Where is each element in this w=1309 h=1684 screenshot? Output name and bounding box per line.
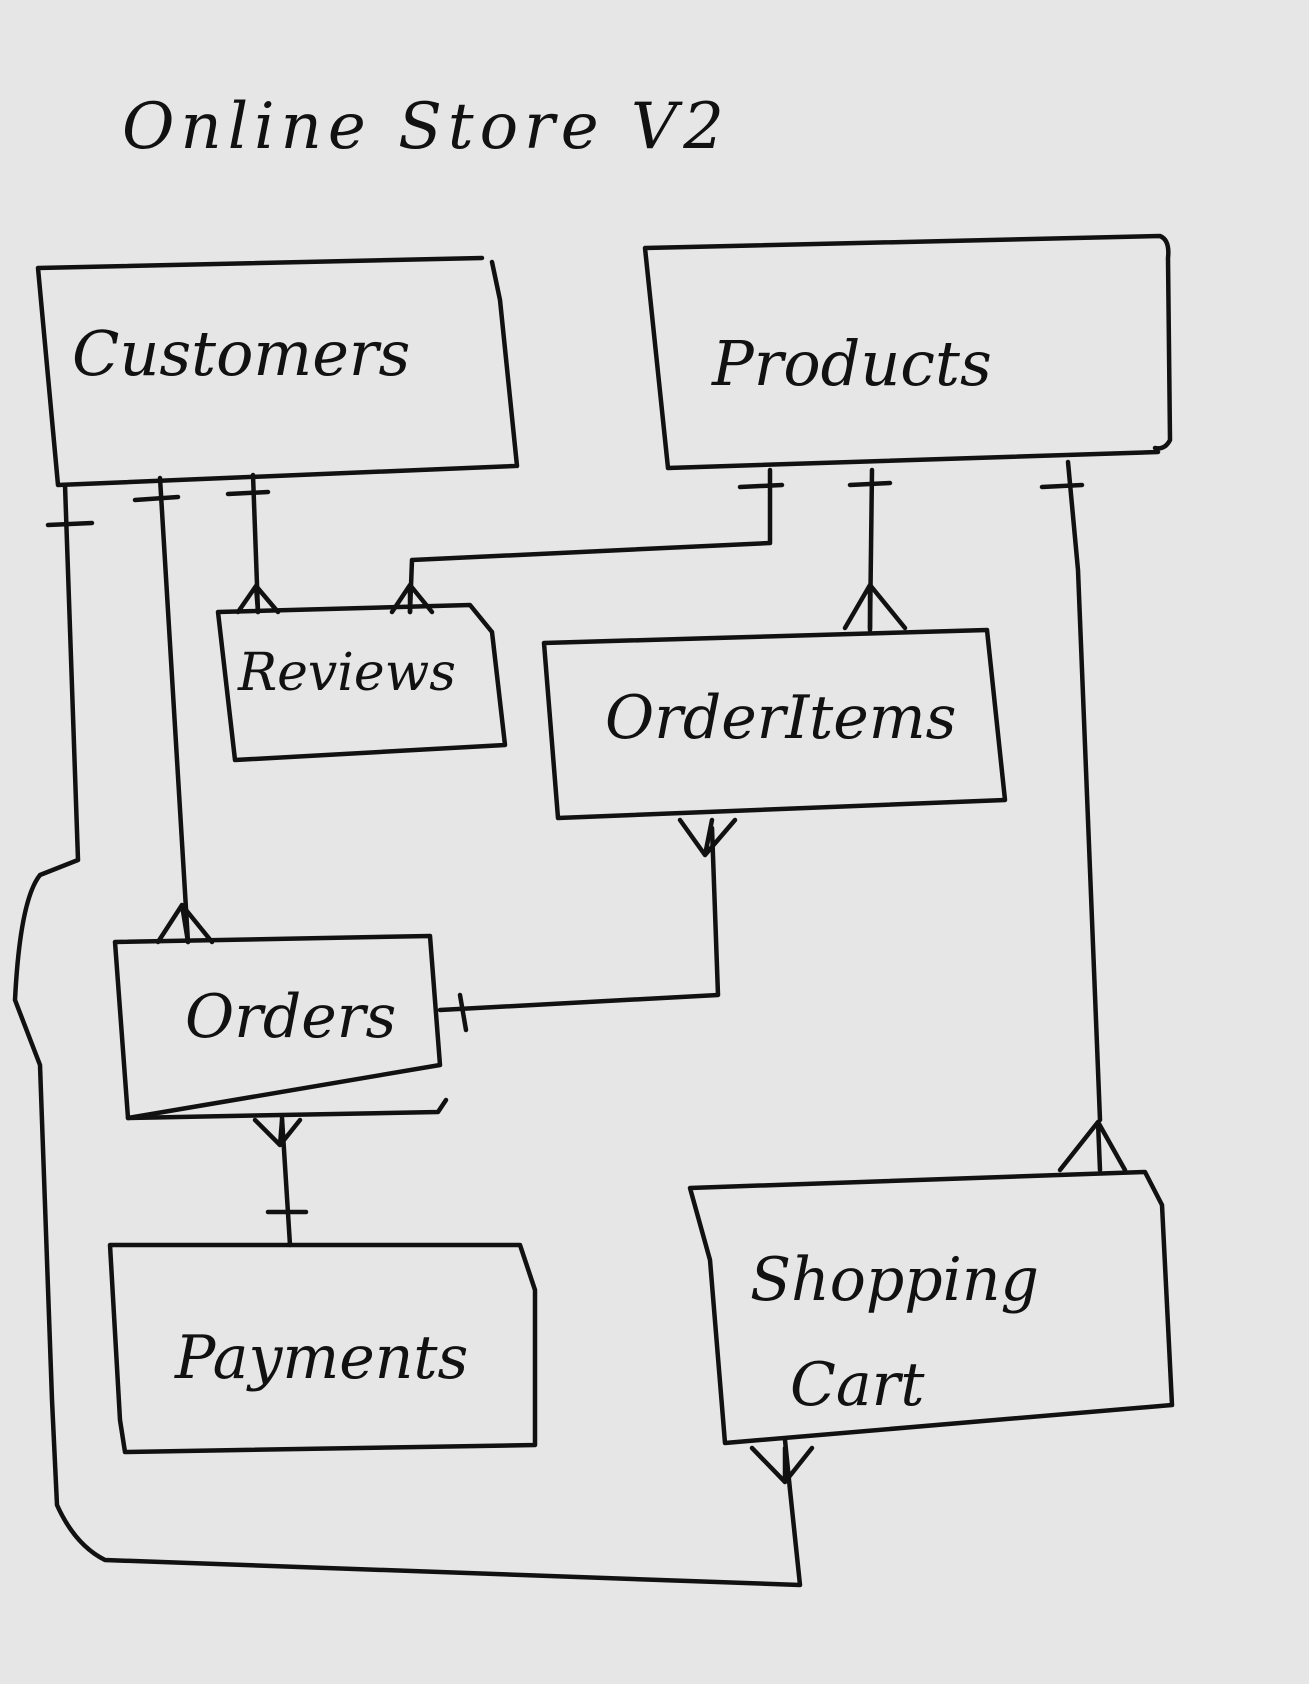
entity-shopping-cart-label-line2: Cart [790, 1350, 925, 1420]
diagram-title: Online Store V2 [122, 90, 730, 164]
relationship-orders-orderitems [437, 817, 738, 1033]
entity-orders-label: Orders [185, 982, 396, 1052]
relationship-customers-reviews [225, 472, 281, 615]
entity-shopping-cart-label-line1: Shopping [750, 1245, 1039, 1315]
relationship-products-shoppingcart [1039, 459, 1128, 1173]
entity-payments: Payments [107, 1242, 538, 1455]
entity-customers: Customers [35, 255, 520, 488]
entity-products-label: Products [711, 327, 992, 400]
entity-reviews-label: Reviews [237, 643, 456, 703]
entity-customers-label: Customers [72, 317, 410, 390]
relationship-products-orderitems [842, 467, 908, 633]
entity-orders: Orders [112, 933, 449, 1121]
entity-order-items: OrderItems [541, 627, 1008, 821]
entity-shopping-cart: Shopping Cart [687, 1169, 1175, 1446]
entity-order-items-label: OrderItems [605, 683, 956, 753]
relationship-orders-payments [252, 1115, 309, 1248]
relationship-products-reviews [389, 467, 785, 615]
relationship-customers-shoppingcart [12, 482, 815, 1588]
relationship-customers-orders [132, 475, 215, 945]
entity-payments-label: Payments [174, 1323, 468, 1393]
entity-reviews: Reviews [215, 602, 508, 763]
entity-products: Products [642, 233, 1173, 471]
